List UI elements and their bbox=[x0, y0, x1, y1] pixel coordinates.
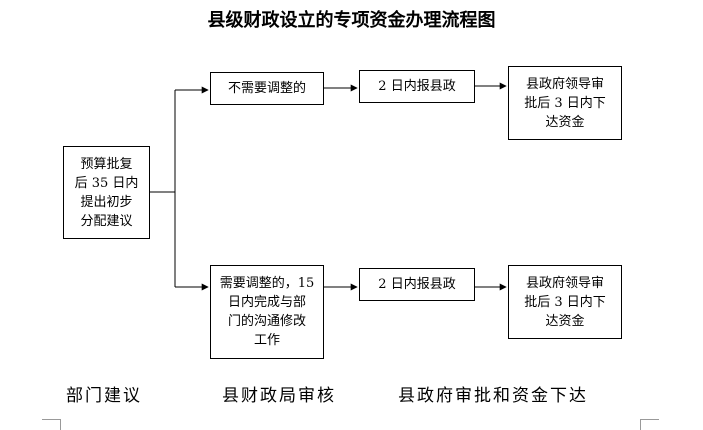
page-corner-mark bbox=[640, 419, 659, 430]
top-result-line: 批后 3 日内下 bbox=[524, 95, 606, 111]
bottom-condition-line: 工作 bbox=[253, 333, 280, 348]
start-line: 分配建议 bbox=[80, 213, 133, 229]
page-corner-mark bbox=[42, 419, 61, 430]
start-line: 预算批复 bbox=[80, 156, 133, 172]
bottom-condition-box: 需要调整的，15 日内完成与部 门的沟通修改 工作 bbox=[210, 265, 324, 359]
top-result-box: 县政府领导审 批后 3 日内下 达资金 bbox=[508, 66, 622, 140]
top-result-line: 县政府领导审 bbox=[525, 76, 604, 92]
start-box: 预算批复 后 35 日内 提出初步 分配建议 bbox=[63, 146, 150, 239]
bottom-report-label: 2 日内报县政 bbox=[378, 277, 456, 292]
start-line: 提出初步 bbox=[80, 194, 133, 210]
start-line: 后 35 日内 bbox=[74, 175, 139, 191]
top-result-line: 达资金 bbox=[545, 114, 585, 130]
bottom-result-line: 达资金 bbox=[545, 313, 585, 329]
bottom-result-box: 县政府领导审 批后 3 日内下 达资金 bbox=[508, 265, 622, 339]
top-report-box: 2 日内报县政 bbox=[359, 70, 475, 103]
diagram-title: 县级财政设立的专项资金办理流程图 bbox=[207, 10, 496, 31]
bottom-condition-line: 门的沟通修改 bbox=[227, 314, 306, 329]
bottom-result-line: 批后 3 日内下 bbox=[524, 294, 606, 310]
bottom-condition-line: 需要调整的，15 bbox=[219, 276, 315, 291]
top-condition-box: 不需要调整的 bbox=[210, 72, 324, 105]
bottom-report-box: 2 日内报县政 bbox=[359, 268, 475, 301]
top-report-label: 2 日内报县政 bbox=[378, 79, 456, 94]
bottom-result-line: 县政府领导审 bbox=[525, 275, 604, 291]
top-condition-label: 不需要调整的 bbox=[227, 81, 306, 96]
bottom-condition-line: 日内完成与部 bbox=[227, 295, 306, 310]
stage-label-department: 部门建议 bbox=[66, 386, 142, 406]
stage-label-county-government: 县政府审批和资金下达 bbox=[398, 386, 588, 406]
stage-label-finance-bureau: 县财政局审核 bbox=[222, 386, 336, 406]
